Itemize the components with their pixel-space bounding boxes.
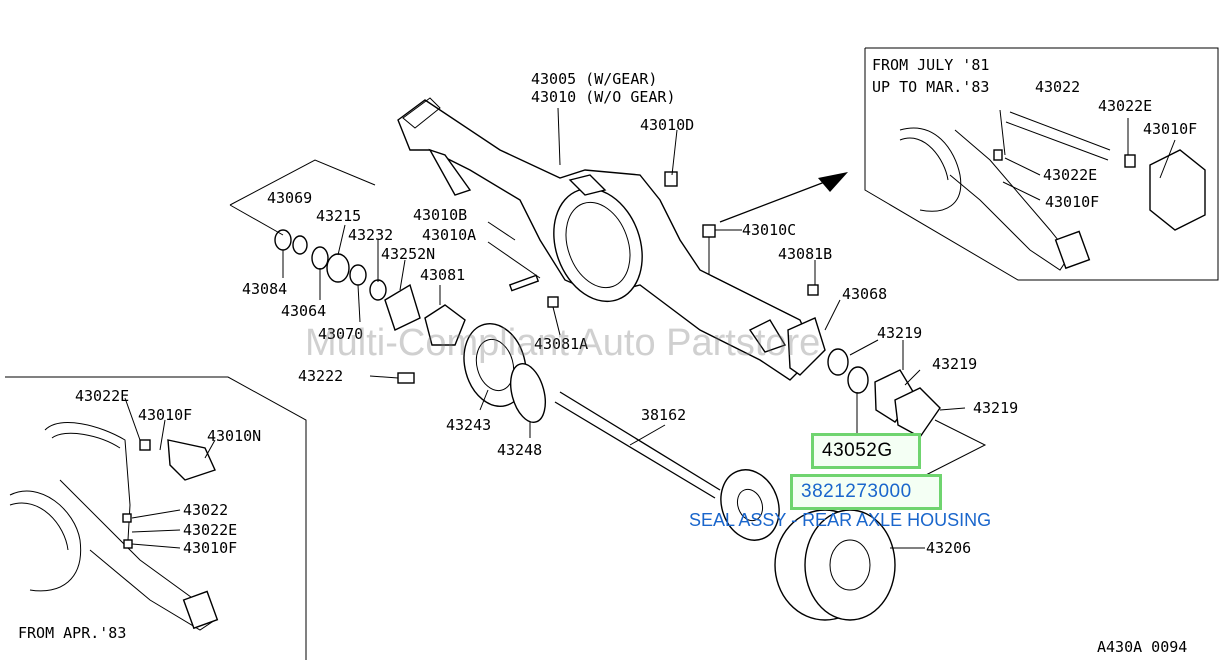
label-43252N: 43252N bbox=[381, 245, 435, 263]
label-43069: 43069 bbox=[267, 189, 312, 207]
label-bl-43010N: 43010N bbox=[207, 427, 261, 445]
axle-shaft bbox=[554, 391, 780, 541]
label-43206: 43206 bbox=[926, 539, 971, 557]
highlight-ref-label[interactable]: 43052G bbox=[822, 440, 893, 461]
arrow-head bbox=[818, 172, 848, 192]
part-number-link[interactable]: 3821273000 bbox=[801, 481, 912, 502]
label-43219-c: 43219 bbox=[973, 399, 1018, 417]
inset-frame-top-right bbox=[864, 47, 1219, 281]
label-43219-b: 43219 bbox=[932, 355, 977, 373]
label-43070: 43070 bbox=[318, 325, 363, 343]
label-43081: 43081 bbox=[420, 266, 465, 284]
inset-top-right-drawing bbox=[899, 109, 1206, 271]
part-description-link[interactable]: SEAL ASSY - REAR AXLE HOUSING bbox=[689, 510, 992, 530]
label-bl-43010F-b: 43010F bbox=[183, 539, 237, 557]
note-up-to-mar-83: UP TO MAR.'83 bbox=[872, 78, 989, 96]
highlight-box-part-number[interactable] bbox=[790, 474, 942, 510]
label-inset-43022E-a: 43022E bbox=[1098, 97, 1152, 115]
label-43243: 43243 bbox=[446, 416, 491, 434]
note-from-july-81: FROM JULY '81 bbox=[872, 56, 989, 74]
axle-housing bbox=[397, 97, 826, 381]
label-43232: 43232 bbox=[348, 226, 393, 244]
label-inset-43010F-a: 43010F bbox=[1143, 120, 1197, 138]
label-43010D: 43010D bbox=[640, 116, 694, 134]
inset-frame-bottom-left bbox=[5, 376, 307, 660]
label-43219-a: 43219 bbox=[877, 324, 922, 342]
inset-bottom-left-drawing bbox=[9, 397, 219, 631]
note-from-apr-83: FROM APR.'83 bbox=[18, 624, 126, 642]
label-43084: 43084 bbox=[242, 280, 287, 298]
label-inset-43022E-b: 43022E bbox=[1043, 166, 1097, 184]
brake-drum bbox=[774, 509, 896, 621]
label-43010B: 43010B bbox=[413, 206, 467, 224]
label-bl-43022E-b: 43022E bbox=[183, 521, 237, 539]
label-bl-43022E: 43022E bbox=[75, 387, 129, 405]
label-43010: 43010 (W/O GEAR) bbox=[531, 88, 676, 106]
label-43005: 43005 (W/GEAR) bbox=[531, 70, 657, 88]
right-seal-parts bbox=[664, 171, 941, 438]
label-43010C: 43010C bbox=[742, 221, 796, 239]
left-hub-parts bbox=[274, 229, 559, 423]
arrow-to-inset bbox=[719, 179, 831, 223]
label-43010A: 43010A bbox=[422, 226, 476, 244]
label-bl-43022: 43022 bbox=[183, 501, 228, 519]
label-43222: 43222 bbox=[298, 367, 343, 385]
label-43064: 43064 bbox=[281, 302, 326, 320]
label-inset-43022: 43022 bbox=[1035, 78, 1080, 96]
watermark: Multi-Compliant Auto Partstore bbox=[305, 322, 821, 364]
label-43081B: 43081B bbox=[778, 245, 832, 263]
leader-lines bbox=[229, 107, 987, 549]
label-38162: 38162 bbox=[641, 406, 686, 424]
label-bl-43010F: 43010F bbox=[138, 406, 192, 424]
label-43248: 43248 bbox=[497, 441, 542, 459]
label-43068: 43068 bbox=[842, 285, 887, 303]
drawing-code: A430A 0094 bbox=[1097, 638, 1187, 656]
label-43081A: 43081A bbox=[534, 335, 588, 353]
highlight-box-ref[interactable] bbox=[811, 433, 921, 469]
label-43215: 43215 bbox=[316, 207, 361, 225]
label-inset-43010F-b: 43010F bbox=[1045, 193, 1099, 211]
